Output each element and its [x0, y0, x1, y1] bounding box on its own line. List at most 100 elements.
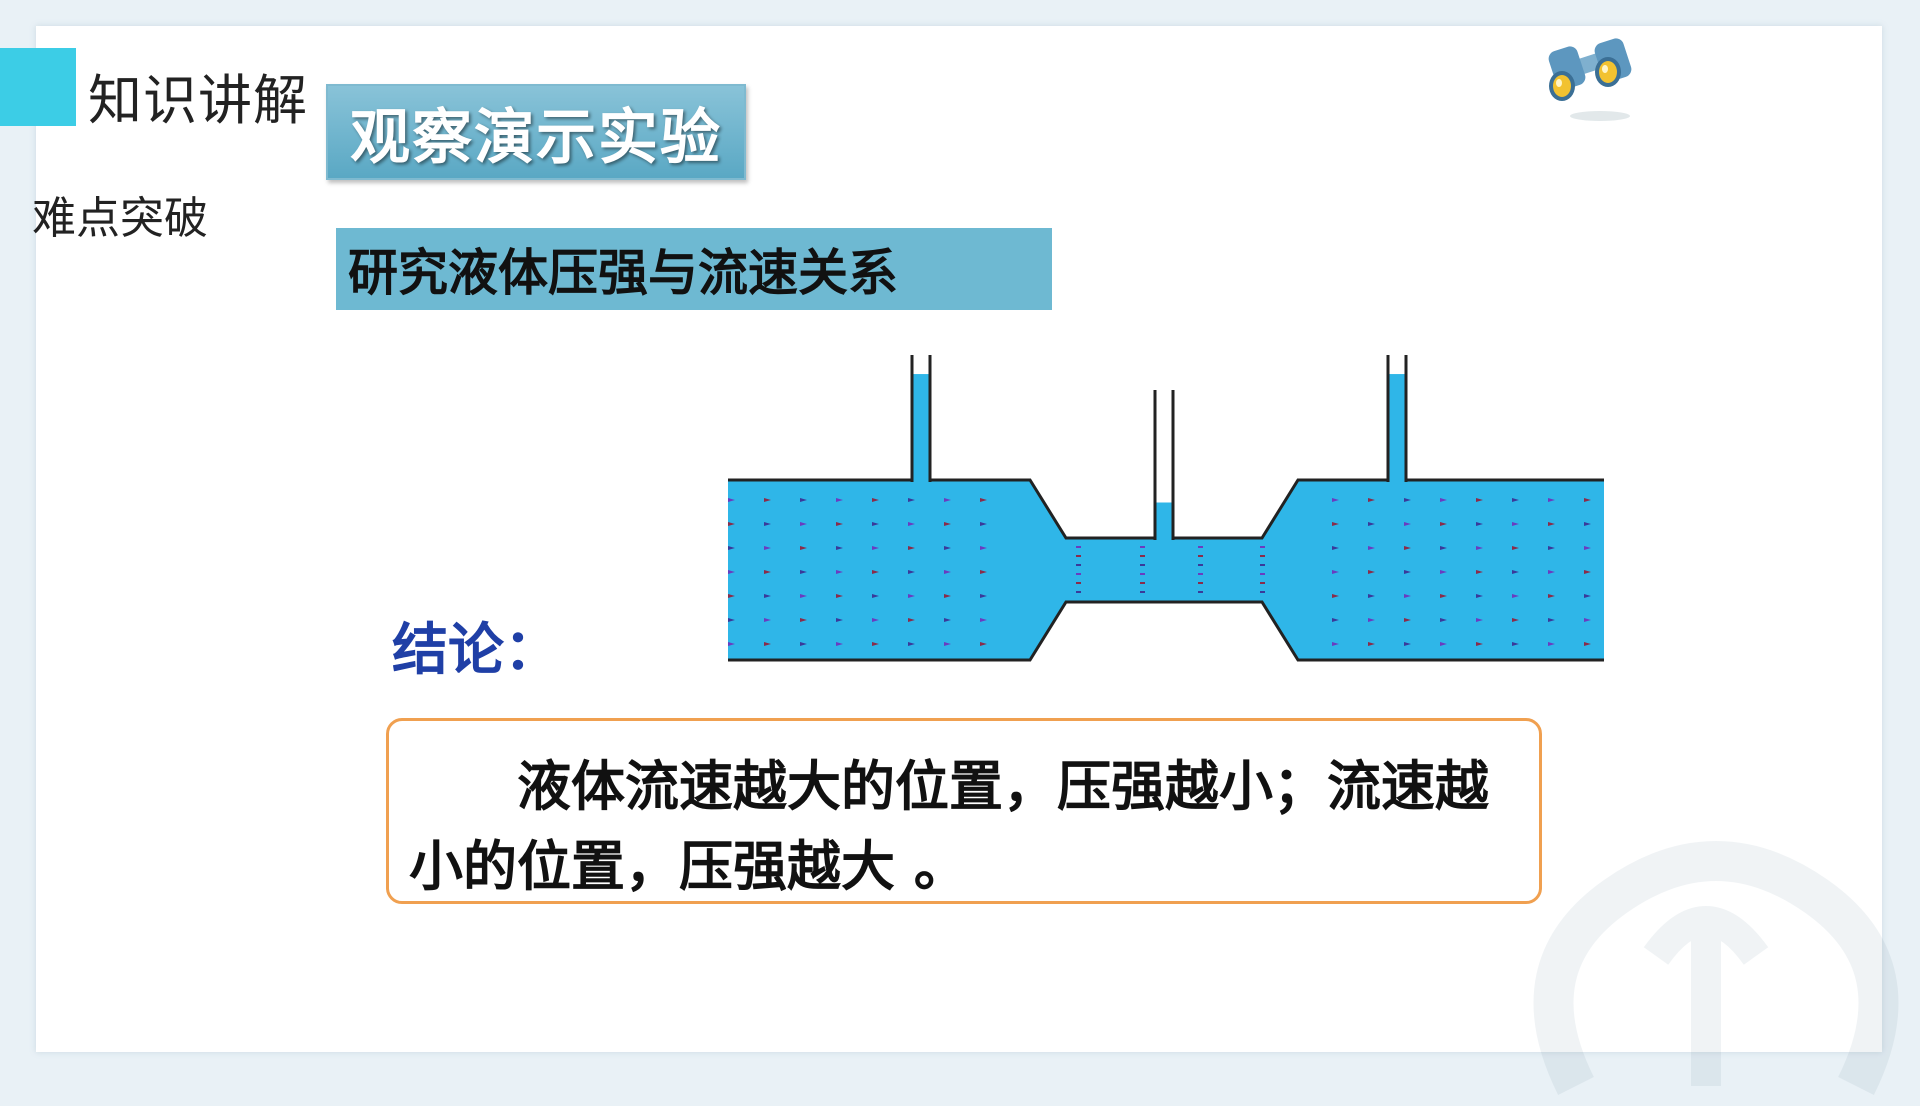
- flow-arrow: [1512, 642, 1519, 646]
- flow-arrow: [944, 618, 951, 622]
- flow-arrow: [1548, 618, 1555, 622]
- flow-arrow: [908, 498, 915, 502]
- flow-arrow: [1140, 564, 1145, 566]
- flow-arrow: [1198, 564, 1203, 566]
- flow-arrow: [980, 570, 987, 574]
- flow-arrow: [1512, 618, 1519, 622]
- flow-arrow: [1076, 555, 1081, 557]
- flow-arrow: [1368, 618, 1375, 622]
- flow-arrow: [800, 618, 807, 622]
- flow-arrow: [1140, 573, 1145, 575]
- flow-arrow: [764, 522, 771, 526]
- flow-arrow: [1584, 522, 1591, 526]
- flow-arrow: [872, 594, 879, 598]
- observe-banner: 观察演示实验: [326, 84, 746, 180]
- flow-arrow: [1260, 573, 1265, 575]
- tube-left-water: [912, 374, 930, 482]
- flow-arrow: [872, 498, 879, 502]
- flow-arrow: [1076, 573, 1081, 575]
- flow-arrow: [1476, 642, 1483, 646]
- flow-arrow: [1260, 564, 1265, 566]
- flow-arrow: [728, 594, 735, 598]
- flow-arrow: [1476, 594, 1483, 598]
- flow-arrows: [728, 498, 1591, 646]
- flow-arrow: [1368, 498, 1375, 502]
- flow-arrow: [1198, 546, 1203, 548]
- flow-arrow: [1368, 570, 1375, 574]
- section-title: 知识讲解: [88, 69, 308, 132]
- flow-arrow: [728, 570, 735, 574]
- flow-arrow: [1076, 591, 1081, 593]
- flow-arrow: [1548, 642, 1555, 646]
- flow-arrow: [980, 618, 987, 622]
- flow-arrow: [1260, 555, 1265, 557]
- flow-arrow: [1076, 546, 1081, 548]
- flow-arrow: [872, 546, 879, 550]
- flow-arrow: [800, 498, 807, 502]
- flow-arrow: [1440, 546, 1447, 550]
- flow-arrow: [1476, 618, 1483, 622]
- flow-arrow: [764, 594, 771, 598]
- flow-arrow: [1548, 594, 1555, 598]
- flow-arrow: [1440, 642, 1447, 646]
- subsection-title: 难点突破: [32, 193, 208, 244]
- flow-arrow: [1404, 522, 1411, 526]
- pipe-bottom-wall: [728, 600, 1604, 662]
- flow-arrow: [980, 498, 987, 502]
- flow-arrow: [1512, 498, 1519, 502]
- flow-arrow: [1476, 498, 1483, 502]
- flow-arrow: [1332, 522, 1339, 526]
- flow-arrow: [1404, 618, 1411, 622]
- flow-arrow: [764, 498, 771, 502]
- flow-arrow: [836, 642, 843, 646]
- flow-arrow: [1076, 564, 1081, 566]
- observe-banner-label: 观察演示实验: [350, 102, 722, 173]
- flow-arrow: [1332, 594, 1339, 598]
- study-banner: 研究液体压强与流速关系: [336, 228, 1052, 310]
- flow-arrow: [1404, 546, 1411, 550]
- flow-arrow: [1584, 618, 1591, 622]
- binoculars-icon: [1548, 38, 1632, 121]
- flow-arrow: [728, 618, 735, 622]
- flow-arrow: [1512, 546, 1519, 550]
- flow-arrow: [1368, 642, 1375, 646]
- flow-arrow: [1548, 498, 1555, 502]
- pressure-tube-left: [910, 355, 932, 482]
- flow-arrow: [800, 570, 807, 574]
- flow-arrow: [1440, 498, 1447, 502]
- flow-arrow: [764, 546, 771, 550]
- flow-arrow: [1584, 594, 1591, 598]
- flow-arrow: [1332, 642, 1339, 646]
- conclusion-text: 液体流速越大的位置，压强越小；流速越小的位置，压强越大 。: [409, 755, 1489, 898]
- flow-arrow: [944, 642, 951, 646]
- tube-right-water: [1388, 374, 1406, 482]
- flow-arrow: [1404, 498, 1411, 502]
- flow-arrow: [872, 522, 879, 526]
- watermark-logo: [1533, 841, 1899, 1095]
- flow-arrow: [764, 642, 771, 646]
- flow-arrow: [836, 570, 843, 574]
- flow-arrow: [728, 642, 735, 646]
- flow-arrow: [1260, 546, 1265, 548]
- flow-arrow: [1198, 582, 1203, 584]
- flow-arrow: [1198, 555, 1203, 557]
- pressure-tube-middle: [1153, 390, 1175, 540]
- tube-middle-water: [1155, 502, 1173, 540]
- flow-arrow: [1584, 546, 1591, 550]
- flow-arrow: [1404, 570, 1411, 574]
- flow-arrow: [764, 618, 771, 622]
- flow-arrow: [1332, 546, 1339, 550]
- flow-arrow: [728, 498, 735, 502]
- flow-arrow: [800, 594, 807, 598]
- flow-arrow: [1440, 594, 1447, 598]
- pressure-tube-right: [1386, 355, 1408, 482]
- study-banner-label: 研究液体压强与流速关系: [348, 244, 898, 302]
- conclusion-box: 液体流速越大的位置，压强越小；流速越小的位置，压强越大 。: [386, 718, 1542, 904]
- flow-arrow: [1332, 570, 1339, 574]
- flow-arrow: [944, 498, 951, 502]
- flow-arrow: [1440, 570, 1447, 574]
- flow-arrow: [1140, 591, 1145, 593]
- flow-arrow: [944, 522, 951, 526]
- flow-arrow: [1404, 642, 1411, 646]
- flow-arrow: [1440, 618, 1447, 622]
